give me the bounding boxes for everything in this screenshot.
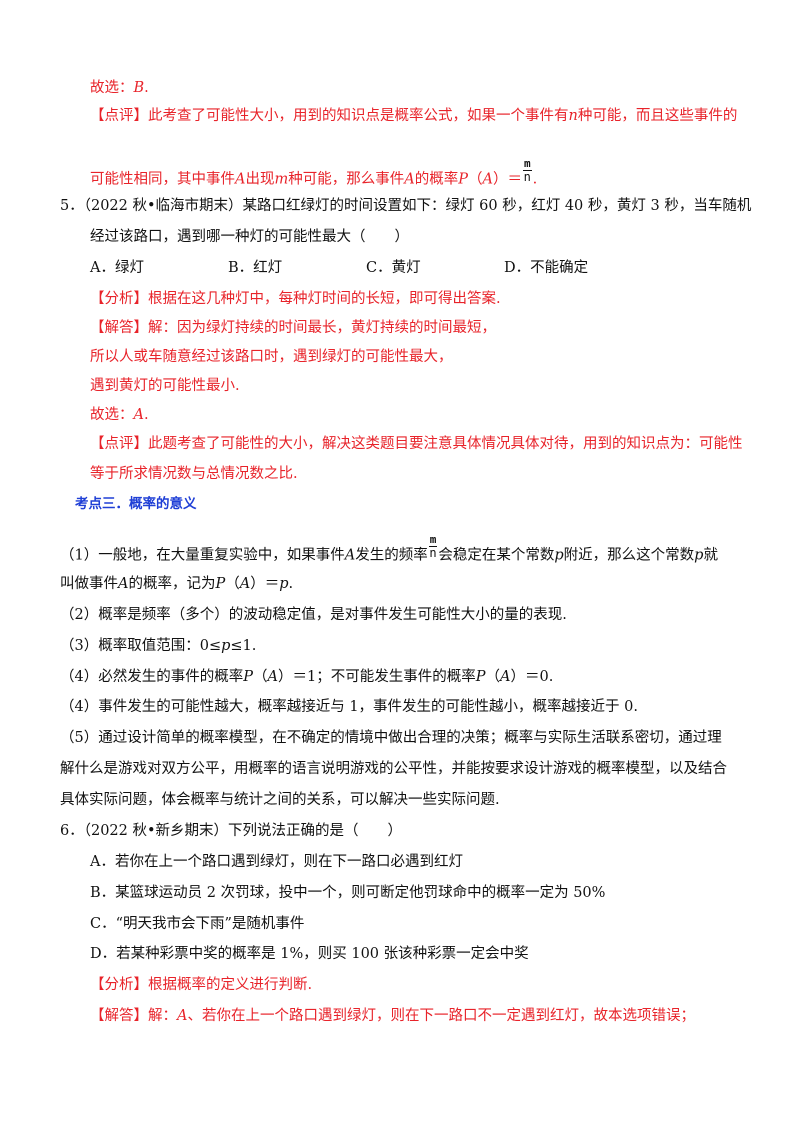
q4-comment-line1: 【点评】此考查了可能性大小，用到的知识点是概率公式，如果一个事件有n种可能，而且… xyxy=(90,108,738,124)
q5-stem-line2: 经过该路口，遇到哪一种灯的可能性最大（ ） xyxy=(90,229,409,245)
q5-solution-line2: 所以人或车随意经过该路口时，遇到绿灯的可能性最大， xyxy=(90,349,453,365)
section-p4: （4）必然发生的事件的概率P（A）＝1；不可能发生事件的概率P（A）＝0. xyxy=(60,669,554,685)
q5-option-b: B．红灯 xyxy=(228,260,283,276)
q4-answer: 故选：B. xyxy=(90,80,149,96)
q5-solution-line1: 【解答】解：因为绿灯持续的时间最长，黄灯持续的时间最短， xyxy=(90,320,496,336)
section-p6-line3: 具体实际问题，体会概率与统计之间的关系，可以解决一些实际问题. xyxy=(60,792,500,808)
section-p6-line2: 解什么是游戏对双方公平，用概率的语言说明游戏的公平性，并能按要求设计游戏的概率模… xyxy=(60,761,727,777)
q5-option-d: D．不能确定 xyxy=(504,260,589,276)
section-p1-line2: 叫做事件A的概率，记为P（A）＝p. xyxy=(60,576,294,592)
q6-option-b: B．某篮球运动员 2 次罚球，投中一个，则可断定他罚球命中的概率一定为 50% xyxy=(90,885,606,901)
q6-option-a: A．若你在上一个路口遇到绿灯，则在下一路口必遇到红灯 xyxy=(90,854,463,870)
q5-solution-line3: 遇到黄灯的可能性最小. xyxy=(90,378,240,394)
section-p6-line1: （5）通过设计简单的概率模型，在不确定的情境中做出合理的决策；概率与实际生活联系… xyxy=(60,730,722,746)
q5-stem-line1: 5．（2022 秋•临海市期末）某路口红绿灯的时间设置如下：绿灯 60 秒，红灯… xyxy=(60,198,752,214)
section-p3: （3）概率取值范围：0≤p≤1. xyxy=(60,638,257,654)
section-p2: （2）概率是频率（多个）的波动稳定值，是对事件发生可能性大小的量的表现. xyxy=(60,607,567,623)
q5-comment-line1: 【点评】此题考查了可能性的大小，解决这类题目要注意具体情况具体对待，用到的知识点… xyxy=(90,436,743,452)
q6-solution-line1: 【解答】解：A、若你在上一个路口遇到绿灯，则在下一路口不一定遇到红灯，故本选项错… xyxy=(90,1008,695,1024)
q5-option-a: A．绿灯 xyxy=(90,260,144,276)
q5-answer: 故选：A. xyxy=(90,407,149,423)
q5-analysis: 【分析】根据在这几种灯中，每种灯时间的长短，即可得出答案. xyxy=(90,291,501,307)
q6-option-c: C．“明天我市会下雨”是随机事件 xyxy=(90,916,305,932)
q6-analysis: 【分析】根据概率的定义进行判断. xyxy=(90,977,313,993)
section-title: 考点三．概率的意义 xyxy=(75,496,197,512)
q5-option-c: C．黄灯 xyxy=(366,260,421,276)
section-p5: （4）事件发生的可能性越大，概率越接近与 1，事件发生的可能性越小，概率越接近于… xyxy=(60,699,638,715)
q5-comment-line2: 等于所求情况数与总情况数之比. xyxy=(90,466,298,482)
q6-stem: 6．（2022 秋•新乡期末）下列说法正确的是（ ） xyxy=(60,823,403,839)
q6-option-d: D．若某种彩票中奖的概率是 1%，则买 100 张该种彩票一定会中奖 xyxy=(90,946,529,962)
